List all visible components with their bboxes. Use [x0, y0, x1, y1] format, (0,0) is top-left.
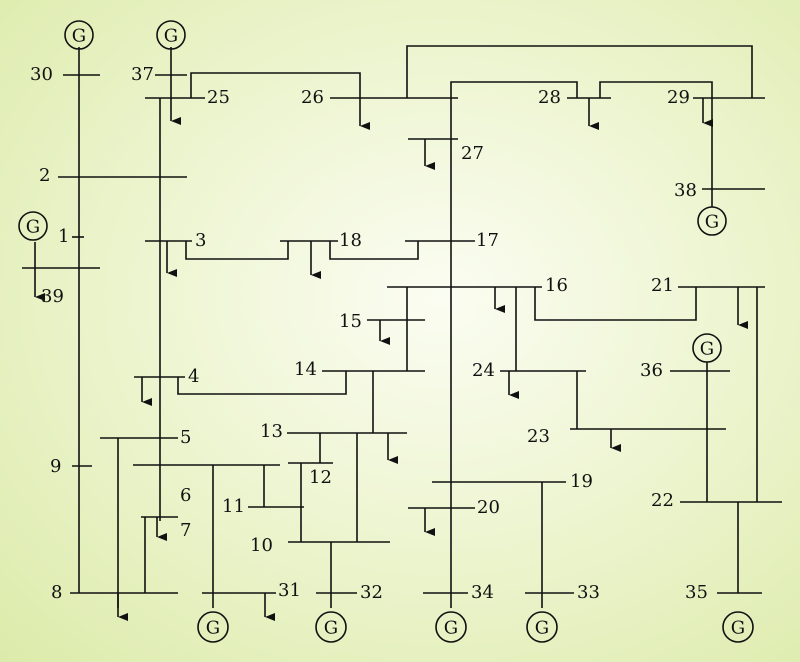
- bus-label-35: 35: [685, 582, 708, 603]
- bus-label-18: 18: [339, 230, 362, 251]
- bus-label-14: 14: [294, 359, 317, 380]
- bus-label-32: 32: [360, 582, 383, 603]
- bus-label-31: 31: [278, 580, 301, 601]
- bus-label-15: 15: [339, 311, 362, 332]
- bus-label-5: 5: [180, 427, 191, 448]
- bus-label-8: 8: [51, 582, 62, 603]
- bus-label-17: 17: [476, 230, 499, 251]
- bus-label-39: 39: [41, 286, 64, 307]
- svg-text:G: G: [535, 618, 549, 639]
- svg-text:G: G: [164, 26, 178, 47]
- bus-label-20: 20: [477, 497, 500, 518]
- bus-label-3: 3: [195, 230, 206, 251]
- bus-label-2: 2: [39, 165, 50, 186]
- generator-icon: G: [526, 611, 558, 643]
- generators: G G G G G G G G G G: [18, 20, 754, 643]
- bus-label-26: 26: [301, 87, 324, 108]
- bus-label-23: 23: [527, 426, 550, 447]
- bus-label-6: 6: [180, 485, 191, 506]
- bus-label-34: 34: [471, 582, 494, 603]
- bus-label-7: 7: [180, 520, 191, 541]
- bus-label-9: 9: [50, 456, 61, 477]
- generator-icon: G: [435, 611, 467, 643]
- bus-label-30: 30: [30, 64, 53, 85]
- bus-label-27: 27: [461, 143, 484, 164]
- bus-label-11: 11: [222, 496, 245, 517]
- generator-icon: G: [197, 611, 229, 643]
- svg-text:G: G: [705, 212, 719, 233]
- generator-icon: G: [692, 333, 722, 363]
- svg-text:G: G: [26, 217, 40, 238]
- svg-text:G: G: [444, 618, 458, 639]
- bus-label-1: 1: [58, 226, 69, 247]
- bus-label-37: 37: [131, 64, 154, 85]
- bus-label-24: 24: [472, 360, 495, 381]
- loads: [34, 98, 748, 621]
- bus-label-16: 16: [545, 275, 568, 296]
- bus-label-28: 28: [538, 87, 561, 108]
- bus-label-21: 21: [651, 275, 674, 296]
- bus-label-12: 12: [309, 467, 332, 488]
- busbars: [22, 74, 782, 594]
- bus-label-29: 29: [667, 87, 690, 108]
- bus-label-33: 33: [577, 582, 600, 603]
- transmission-lines: [34, 45, 758, 608]
- generator-icon: G: [156, 20, 186, 50]
- generator-icon: G: [64, 20, 94, 50]
- generator-icon: G: [18, 211, 48, 241]
- bus-label-10: 10: [250, 535, 273, 556]
- bus-label-22: 22: [651, 490, 674, 511]
- svg-text:G: G: [206, 618, 220, 639]
- bus-label-38: 38: [674, 180, 697, 201]
- bus-label-4: 4: [188, 366, 199, 387]
- bus-labels: 30 37 25 26 28 29 27 2 38 1 3 18 17 39 1…: [30, 64, 708, 603]
- bus-label-25: 25: [207, 87, 230, 108]
- bus-label-19: 19: [570, 471, 593, 492]
- bus-label-13: 13: [260, 421, 283, 442]
- svg-text:G: G: [700, 339, 714, 360]
- svg-text:G: G: [731, 618, 745, 639]
- svg-text:G: G: [72, 26, 86, 47]
- generator-icon: G: [722, 611, 754, 643]
- generator-icon: G: [697, 206, 727, 236]
- bus-label-36: 36: [640, 360, 663, 381]
- generator-icon: G: [315, 611, 347, 643]
- svg-text:G: G: [324, 618, 338, 639]
